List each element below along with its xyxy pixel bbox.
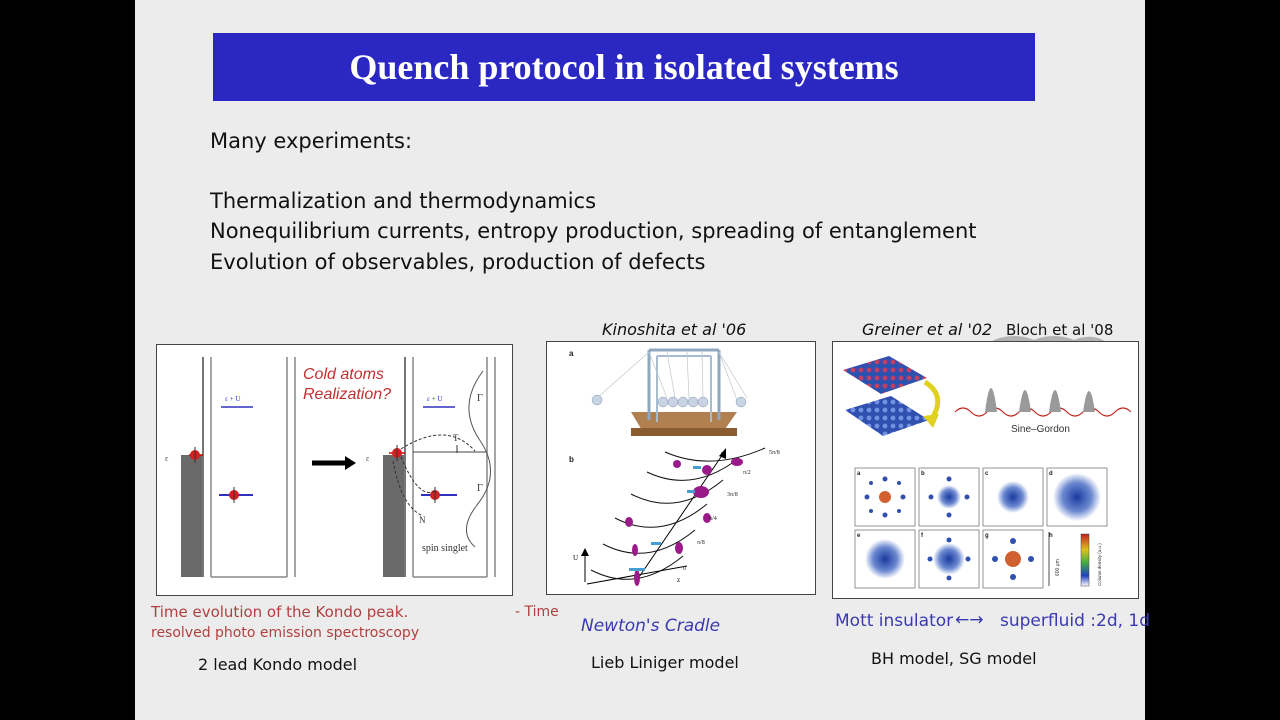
slide-title: Quench protocol in isolated systems bbox=[349, 47, 899, 87]
svg-text:Γ: Γ bbox=[477, 483, 483, 494]
bh-sg-model-label: BH model, SG model bbox=[871, 649, 1037, 668]
title-bar: Quench protocol in isolated systems bbox=[213, 33, 1035, 101]
sine-gordon-label: Sine–Gordon bbox=[1011, 424, 1070, 435]
svg-text:f: f bbox=[921, 533, 924, 539]
kondo-diagram: ε + U ε ε + U ε bbox=[165, 357, 496, 578]
newtons-cradle-figure: a b U bbox=[546, 341, 816, 595]
left-lead-bar bbox=[181, 455, 203, 577]
svg-text:0: 0 bbox=[683, 566, 686, 572]
kondo-caption-2: resolved photo emission spectroscopy bbox=[151, 625, 420, 641]
svg-text:T: T bbox=[453, 433, 459, 443]
lattice-top bbox=[843, 356, 927, 394]
lattice-diagram: Sine–Gordon bbox=[843, 356, 1132, 589]
kondo-figure: ε + U ε ε + U ε bbox=[156, 344, 513, 596]
svg-text:b: b bbox=[569, 455, 574, 464]
svg-text:3π/8: 3π/8 bbox=[727, 492, 738, 498]
svg-text:ε: ε bbox=[165, 454, 169, 463]
svg-text:t: t bbox=[721, 450, 723, 458]
svg-text:h: h bbox=[1049, 533, 1053, 539]
slide: Quench protocol in isolated systems Many… bbox=[135, 0, 1150, 720]
lattice-figure: Sine–Gordon bbox=[832, 341, 1139, 599]
svg-text:a: a bbox=[857, 471, 861, 477]
svg-text:z: z bbox=[677, 576, 680, 584]
tof-tiles bbox=[854, 467, 1108, 589]
svg-text:b: b bbox=[921, 471, 925, 477]
spin-singlet-label: spin singlet bbox=[422, 543, 468, 554]
svg-text:ε + U: ε + U bbox=[225, 395, 240, 403]
atom-clouds bbox=[625, 458, 743, 586]
curved-arrow-icon bbox=[923, 379, 941, 422]
greiner-citation: Greiner et al '02 bbox=[862, 320, 993, 339]
bullet-2: Nonequilibrium currents, entropy product… bbox=[210, 219, 977, 243]
svg-text:π/2: π/2 bbox=[743, 470, 751, 476]
kondo-caption-1: Time evolution of the Kondo peak. bbox=[151, 603, 409, 621]
svg-text:d: d bbox=[1049, 471, 1053, 477]
intro-text: Many experiments: bbox=[210, 129, 413, 153]
tile-letters: a b c d e f g h bbox=[857, 471, 1053, 539]
svg-text:π/4: π/4 bbox=[709, 516, 717, 522]
svg-text:5π/8: 5π/8 bbox=[769, 450, 780, 456]
bloch-citation: Bloch et al '08 bbox=[1006, 321, 1114, 339]
overlay-line-1: Cold atoms bbox=[303, 366, 384, 383]
svg-text:π/8: π/8 bbox=[697, 540, 705, 546]
bullet-1: Thermalization and thermodynamics bbox=[210, 189, 597, 213]
cradle-balls bbox=[591, 394, 747, 408]
svg-text:e: e bbox=[857, 533, 861, 539]
mott-insulator-label: Mott insulator bbox=[835, 611, 954, 631]
svg-text:600 μm: 600 μm bbox=[1055, 559, 1061, 576]
kinoshita-citation: Kinoshita et al '06 bbox=[602, 320, 747, 339]
svg-text:a: a bbox=[569, 349, 574, 358]
svg-text:U: U bbox=[573, 554, 578, 562]
svg-text:Γ: Γ bbox=[477, 393, 483, 404]
sine-gordon-peaks bbox=[985, 388, 1095, 412]
svg-text:N: N bbox=[419, 515, 426, 525]
svg-text:c: c bbox=[985, 471, 989, 477]
svg-text:Column density (a.u.): Column density (a.u.) bbox=[1097, 543, 1102, 586]
svg-text:ε + U: ε + U bbox=[427, 395, 442, 403]
bullet-3: Evolution of observables, production of … bbox=[210, 250, 706, 274]
lieb-liniger-label: Lieb Liniger model bbox=[591, 653, 739, 672]
svg-text:ε: ε bbox=[366, 454, 370, 463]
cold-atoms-overlay: Cold atoms Realization? bbox=[303, 365, 391, 405]
superfluid-label: superfluid :2d, 1d bbox=[1000, 611, 1151, 631]
curve-labels: 5π/8 π/2 3π/8 π/4 π/8 0 bbox=[683, 450, 780, 572]
overlay-line-2: Realization? bbox=[303, 386, 392, 403]
newtons-cradle-caption: Newton's Cradle bbox=[581, 616, 721, 636]
svg-text:g: g bbox=[985, 533, 989, 539]
colorbar bbox=[1080, 533, 1090, 587]
newtons-cradle-diagram: a b U bbox=[569, 348, 780, 586]
kondo-model-label: 2 lead Kondo model bbox=[198, 655, 358, 674]
lattice-bottom bbox=[845, 396, 929, 436]
time-caption: - Time bbox=[515, 604, 559, 620]
double-arrow-icon: ←→ bbox=[955, 610, 984, 630]
